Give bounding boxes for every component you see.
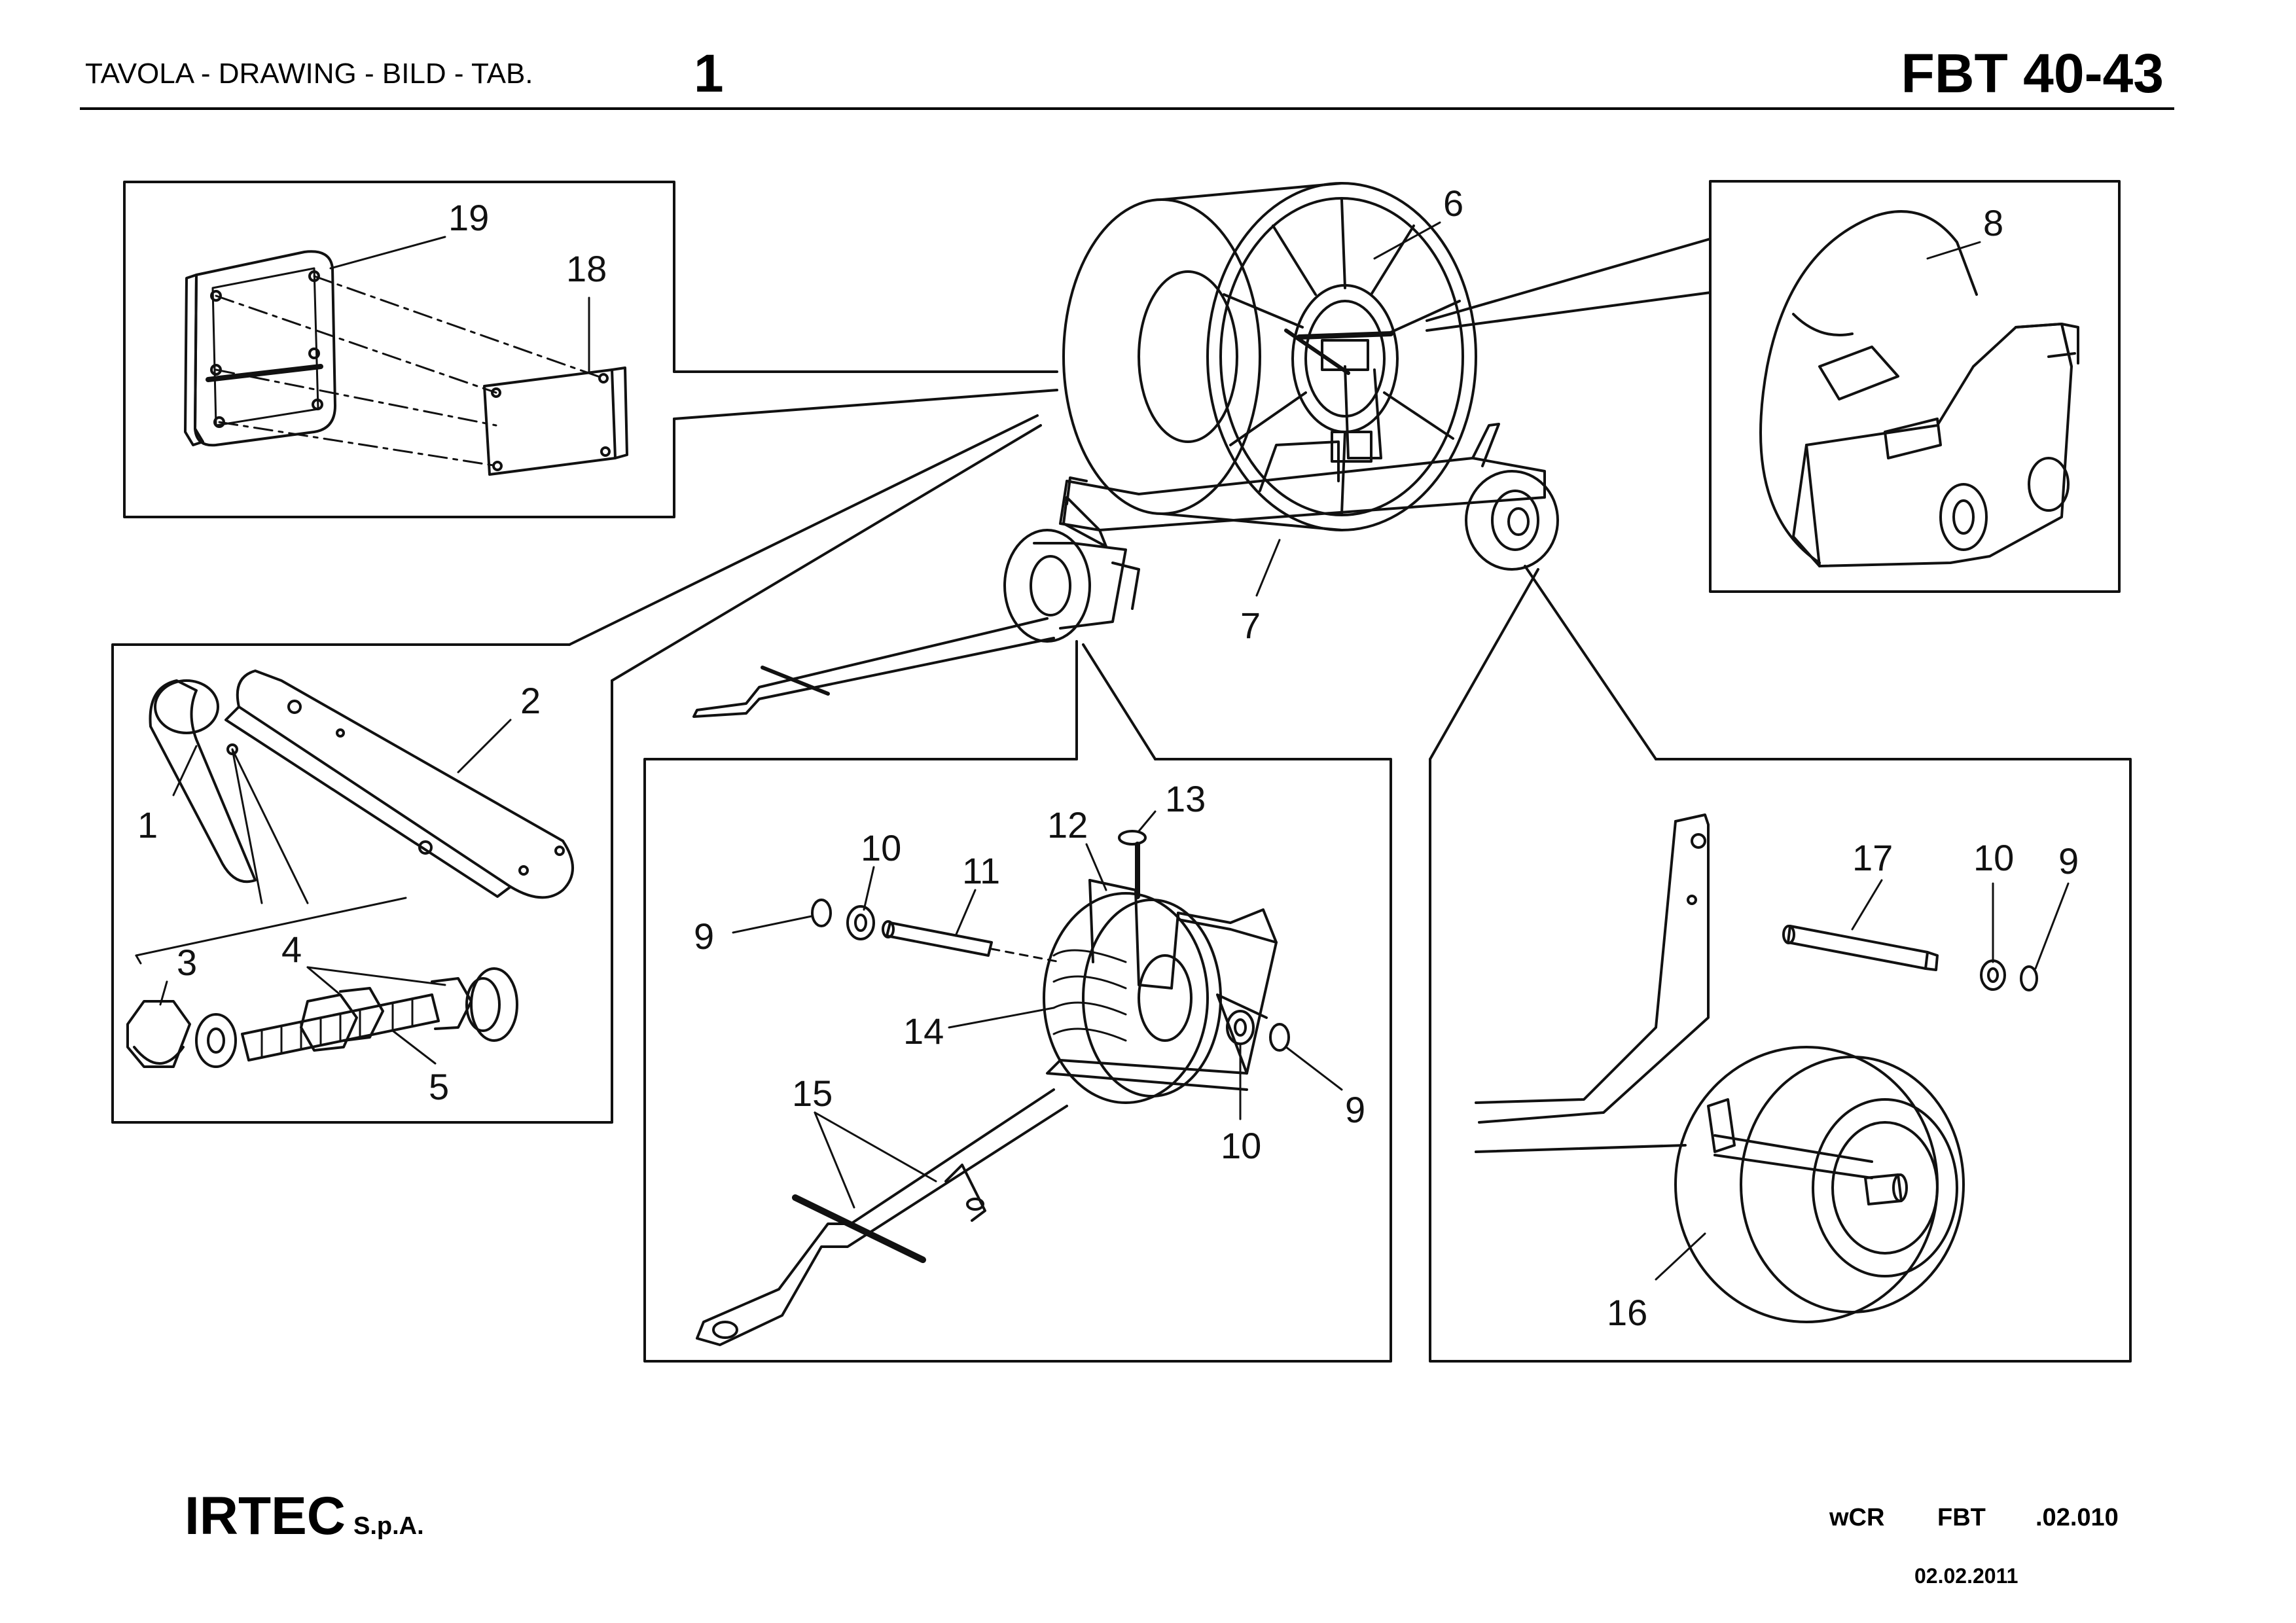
callout-15: 15 bbox=[792, 1073, 833, 1114]
callout-1: 1 bbox=[137, 804, 158, 846]
callout-12: 12 bbox=[1047, 804, 1088, 846]
callout-6: 6 bbox=[1443, 183, 1463, 224]
callout-10a: 10 bbox=[861, 827, 901, 868]
callout-9b: 9 bbox=[1345, 1089, 1365, 1130]
callout-16: 16 bbox=[1607, 1292, 1647, 1333]
callout-10b: 10 bbox=[1221, 1125, 1261, 1166]
panel-front-wheel bbox=[643, 640, 1392, 1363]
header-drawing-label: TAVOLA - DRAWING - BILD - TAB. bbox=[85, 58, 533, 90]
panel-reel bbox=[692, 182, 1559, 718]
callout-10c: 10 bbox=[1973, 837, 2014, 878]
callout-13: 13 bbox=[1165, 778, 1206, 819]
panel-rear-wheel bbox=[1429, 565, 2132, 1363]
callout-5: 5 bbox=[429, 1066, 449, 1107]
callout-9c: 9 bbox=[2058, 840, 2079, 882]
panel-drive bbox=[1426, 180, 2121, 593]
company-name-text: IRTEC bbox=[185, 1486, 346, 1546]
callout-4: 4 bbox=[281, 929, 302, 970]
callout-2: 2 bbox=[520, 680, 541, 721]
callout-18: 18 bbox=[566, 248, 607, 289]
code-family: FBT bbox=[1937, 1504, 1986, 1531]
issue-date: 02.02.2011 bbox=[1914, 1564, 2018, 1588]
callout-14: 14 bbox=[903, 1010, 944, 1052]
callout-19: 19 bbox=[448, 197, 489, 238]
callout-17: 17 bbox=[1852, 837, 1893, 878]
panel-plate bbox=[123, 181, 1058, 518]
callout-3: 3 bbox=[177, 942, 197, 983]
callout-labels: 19 18 6 7 8 2 1 4 3 5 13 12 10 11 9 14 9… bbox=[137, 183, 2079, 1333]
code-number: .02.010 bbox=[2036, 1504, 2119, 1531]
callout-7: 7 bbox=[1240, 605, 1261, 646]
header-model: FBT 40-43 bbox=[1901, 43, 2164, 104]
callout-11: 11 bbox=[962, 850, 1000, 891]
header-rule bbox=[80, 107, 2174, 110]
panel-pads bbox=[111, 414, 1042, 1124]
callout-8: 8 bbox=[1983, 202, 2003, 243]
company-suffix: S.p.A. bbox=[353, 1512, 424, 1540]
callout-9a: 9 bbox=[694, 916, 714, 957]
code-prefix: wCR bbox=[1829, 1504, 1885, 1531]
header-table-number: 1 bbox=[694, 44, 724, 103]
